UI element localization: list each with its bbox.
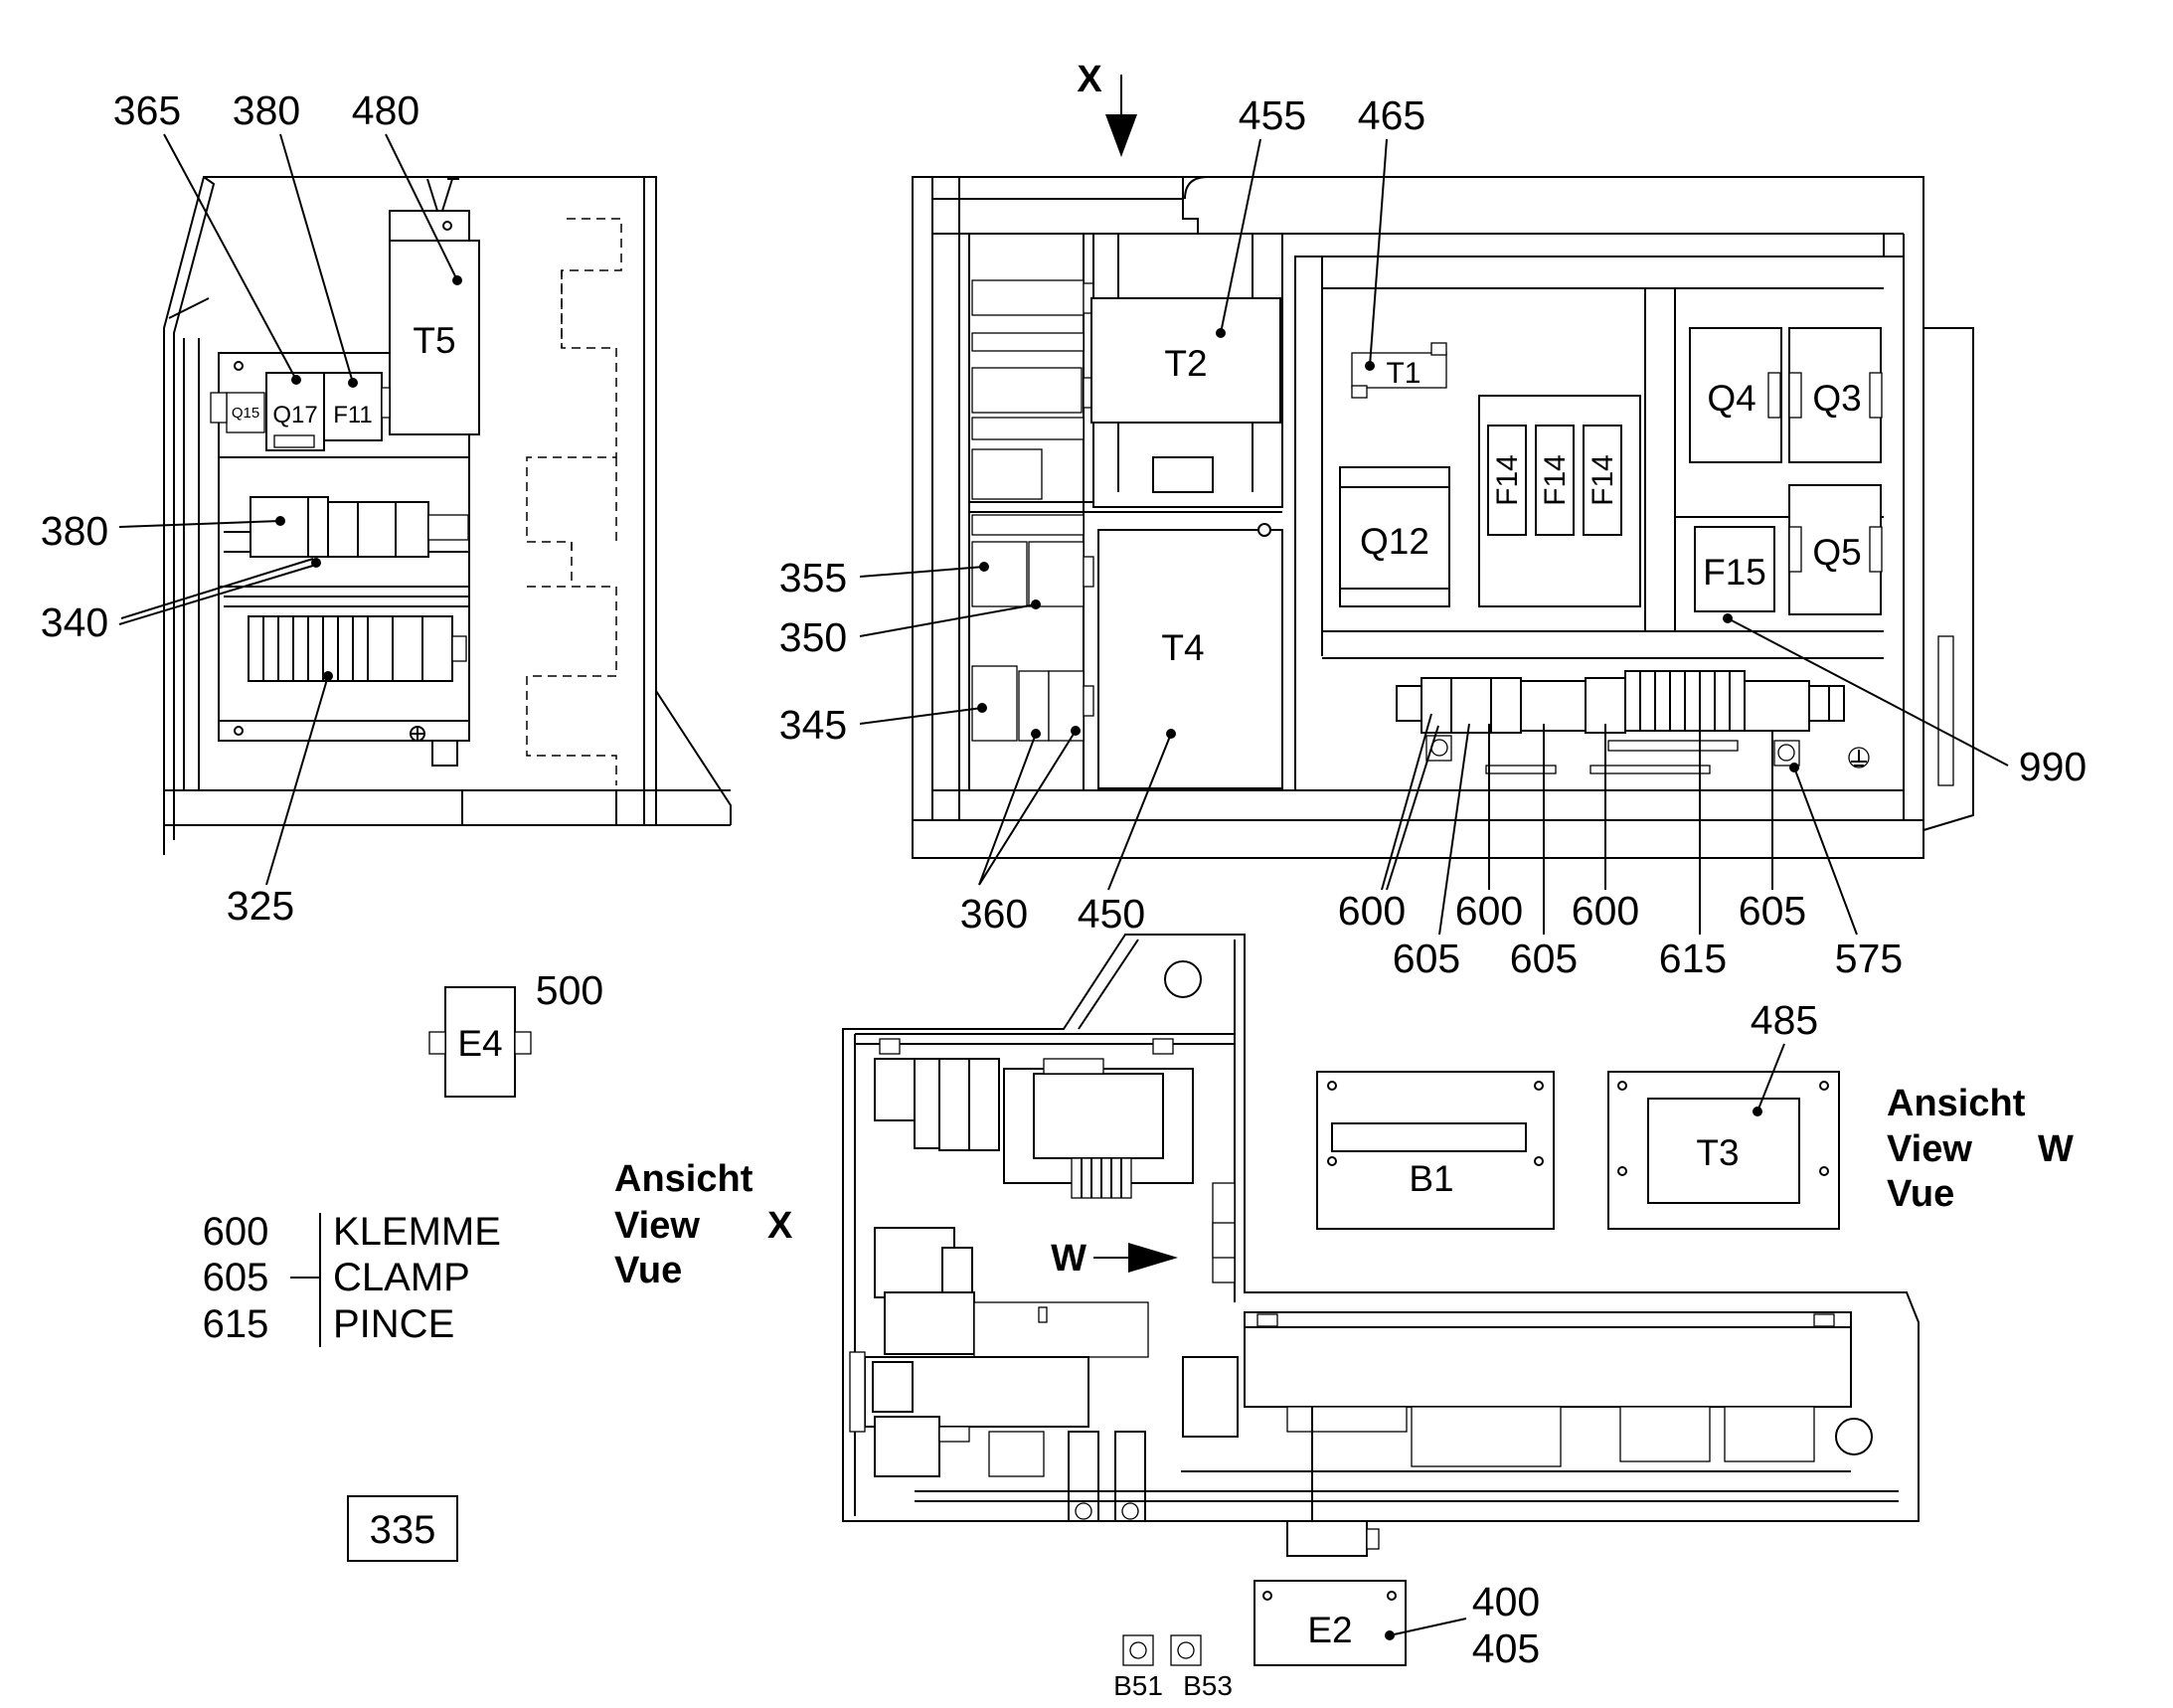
view-w-vue: Vue [1887, 1173, 1954, 1215]
callout-380-mid: 380 [41, 508, 108, 554]
callout-400: 400 [1472, 1579, 1540, 1624]
left-callouts: 365 380 480 380 340 325 [41, 87, 462, 929]
view-x-view: View [614, 1205, 700, 1247]
legend-number-600: 600 [203, 1210, 269, 1254]
legend-word-klemme: KLEMME [333, 1210, 501, 1254]
q17-label: Q17 [272, 402, 317, 428]
view-w-caption: Ansicht View W Vue [1887, 1083, 2074, 1215]
callout-600-b: 600 [1455, 888, 1523, 934]
q5-label: Q5 [1812, 532, 1861, 573]
e4-label: E4 [457, 1023, 502, 1064]
q4-label: Q4 [1707, 378, 1755, 419]
callout-450: 450 [1078, 891, 1145, 937]
f14-label-3: F14 [1587, 454, 1619, 506]
q15-label: Q15 [232, 405, 259, 422]
f14-label-2: F14 [1539, 454, 1572, 506]
view-w-ansicht: Ansicht [1887, 1083, 2026, 1124]
b1-label: B1 [1409, 1158, 1453, 1199]
legend-word-clamp: CLAMP [333, 1256, 470, 1299]
left-cabinet-view: T5 Q15 Q17 F11 [163, 176, 732, 855]
legend-number-615: 615 [203, 1302, 269, 1346]
legend-word-pince: PINCE [333, 1302, 454, 1346]
callout-615: 615 [1659, 936, 1727, 981]
callout-340: 340 [41, 599, 108, 645]
e4-component: E4 500 [428, 967, 603, 1098]
callout-355: 355 [779, 555, 847, 600]
callout-605-a: 605 [1393, 936, 1460, 981]
right-cabinet-view: X [912, 59, 1974, 859]
f11-label: F11 [333, 402, 373, 428]
bottom-view: W [842, 934, 1920, 1701]
t3-label: T3 [1696, 1132, 1739, 1173]
callout-605-b: 605 [1510, 936, 1578, 981]
callout-325: 325 [227, 883, 294, 929]
legend: 600 605 615 KLEMME CLAMP PINCE [203, 1210, 501, 1347]
callout-485: 485 [1751, 997, 1818, 1043]
callout-600-a: 600 [1338, 888, 1406, 934]
t2-label: T2 [1164, 343, 1207, 384]
callout-455: 455 [1239, 92, 1306, 138]
e2-label: E2 [1307, 1610, 1352, 1650]
callout-345: 345 [779, 702, 847, 748]
callout-360: 360 [960, 891, 1028, 937]
view-x-vue: Vue [614, 1250, 682, 1291]
callout-350: 350 [779, 614, 847, 660]
b53-label: B53 [1183, 1670, 1233, 1701]
q3-label: Q3 [1812, 378, 1861, 419]
callout-405: 405 [1472, 1625, 1540, 1671]
t1-label: T1 [1386, 357, 1421, 390]
box-335-label: 335 [370, 1508, 436, 1552]
q12-label: Q12 [1360, 521, 1429, 562]
callout-480: 480 [352, 87, 419, 133]
right-callouts: 455 465 355 350 345 360 450 990 600 600 … [779, 92, 2087, 981]
callout-380-top: 380 [233, 87, 300, 133]
box-335: 335 [347, 1495, 458, 1562]
callout-605-c: 605 [1739, 888, 1806, 934]
t5-label: T5 [413, 320, 455, 361]
view-x-ansicht: Ansicht [614, 1158, 753, 1200]
callout-465: 465 [1358, 92, 1425, 138]
callout-990: 990 [2019, 744, 2087, 789]
f15-label: F15 [1703, 552, 1766, 593]
view-w-view: View [1887, 1128, 1972, 1170]
view-x-caption: Ansicht View X Vue [614, 1158, 793, 1291]
callout-575: 575 [1835, 936, 1903, 981]
legend-number-605: 605 [203, 1256, 269, 1299]
f14-label-1: F14 [1491, 454, 1524, 506]
b51-label: B51 [1113, 1670, 1163, 1701]
view-x-arrow-label: X [1077, 59, 1102, 100]
callout-600-c: 600 [1572, 888, 1639, 934]
view-w-arrow-label: W [1051, 1238, 1086, 1280]
view-x-letter: X [767, 1205, 793, 1247]
t4-label: T4 [1161, 627, 1204, 668]
callout-500: 500 [536, 967, 603, 1013]
view-w-letter: W [2038, 1128, 2074, 1170]
callout-365: 365 [113, 87, 181, 133]
